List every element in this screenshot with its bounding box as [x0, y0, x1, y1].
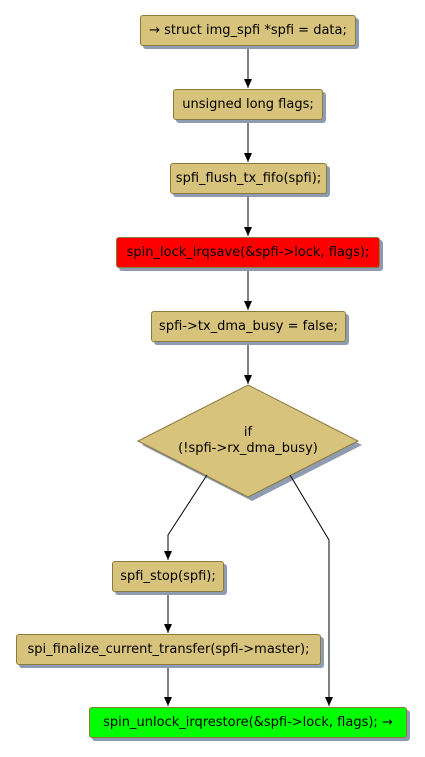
edge-decision-true — [164, 474, 208, 560]
edge-decision-false — [289, 474, 333, 706]
decision-line-2: (!spfi->rx_dma_busy) — [178, 441, 318, 456]
node-flags-decl: unsigned long flags; — [173, 89, 323, 120]
node-spfi-stop: spfi_stop(spfi); — [112, 561, 224, 592]
decision-line-1: if — [243, 425, 253, 440]
node-spin-lock: spin_lock_irqsave(&spfi->lock, flags); — [116, 237, 380, 268]
node-flush-tx-fifo: spfi_flush_tx_fifo(spfi); — [170, 163, 327, 194]
node-finalize-transfer: spi_finalize_current_transfer(spfi->mast… — [16, 634, 321, 665]
decision-text: if (!spfi->rx_dma_busy) — [138, 425, 358, 457]
decision-diamond — [136, 384, 360, 498]
node-spin-unlock: spin_unlock_irqrestore(&spfi->lock, flag… — [89, 707, 407, 738]
node-struct-init: → struct img_spfi *spfi = data; — [140, 15, 356, 46]
node-tx-dma-busy: spfi->tx_dma_busy = false; — [151, 311, 346, 342]
